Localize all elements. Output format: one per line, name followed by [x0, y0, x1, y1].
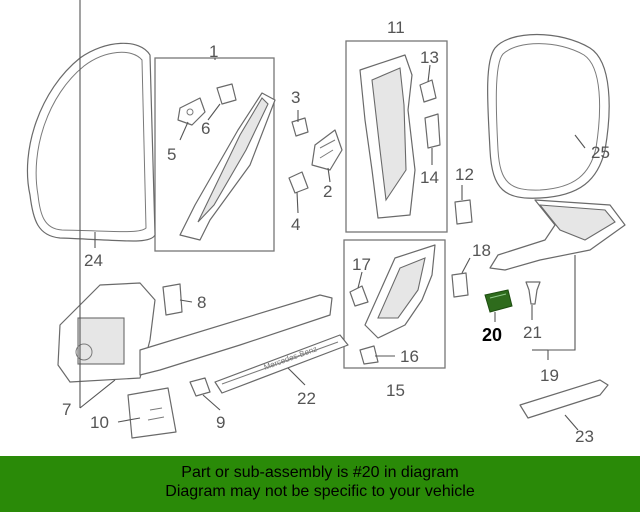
- banner-line-2: Diagram may not be specific to your vehi…: [165, 483, 475, 500]
- part-9-clip: [189, 377, 211, 397]
- part-4-clip: [288, 171, 309, 194]
- diagram-canvas: Mercedes-Benz 1 2 3 4: [26, 0, 626, 446]
- callout-17: 17: [352, 255, 371, 274]
- part-7-sill-panel: [139, 294, 333, 376]
- callout-2: 2: [323, 182, 332, 201]
- callout-labels: 1 2 3 4 5 6 7 8 9 10 11 12 13 14 15 16 1…: [62, 18, 610, 446]
- callout-4: 4: [291, 215, 300, 234]
- info-banner: Part or sub-assembly is #20 in diagram D…: [0, 456, 640, 512]
- part-13-clip: [419, 79, 437, 103]
- callout-22: 22: [297, 389, 316, 408]
- part-20-highlighted: [484, 289, 513, 313]
- callout-7: 7: [62, 400, 71, 419]
- part-10-cover: [127, 387, 177, 439]
- part-21-push-pin: [525, 281, 541, 305]
- callout-3: 3: [291, 88, 300, 107]
- callout-15: 15: [386, 381, 405, 400]
- part-18-bracket: [451, 272, 469, 298]
- callout-12: 12: [455, 165, 474, 184]
- part-1-a-pillar-trim: [179, 92, 276, 241]
- callout-19: 19: [540, 366, 559, 385]
- part-3-clip: [291, 117, 309, 137]
- callout-11: 11: [387, 18, 405, 37]
- callout-1: 1: [209, 42, 218, 61]
- banner-line-1: Part or sub-assembly is #20 in diagram: [181, 464, 459, 481]
- callout-21: 21: [523, 323, 542, 342]
- part-6-clip: [216, 83, 237, 105]
- group-box-15: [343, 239, 446, 369]
- leader-lines: [79, 0, 586, 431]
- part-19-rear-trim: [489, 199, 626, 271]
- group-box-11: [345, 40, 448, 233]
- callout-13: 13: [420, 48, 439, 67]
- callout-23: 23: [575, 427, 594, 446]
- part-11-b-pillar-trim: [359, 54, 416, 219]
- part-23-sill-plate: [519, 379, 609, 419]
- part-15-lower-trim: [364, 244, 436, 339]
- part-7-kick-panel: [57, 282, 156, 383]
- part-12-bracket: [454, 199, 473, 225]
- part-14-belt-guide: [424, 113, 441, 149]
- callout-14: 14: [420, 168, 439, 187]
- callout-25: 25: [591, 143, 610, 162]
- callout-18: 18: [472, 241, 491, 260]
- callout-10: 10: [90, 413, 109, 432]
- part-17-clip: [349, 285, 369, 307]
- callout-5: 5: [167, 145, 176, 164]
- part-2-bracket: [311, 129, 343, 171]
- callout-20: 20: [482, 325, 502, 345]
- callout-24: 24: [84, 251, 103, 270]
- callout-16: 16: [400, 347, 419, 366]
- part-8-bracket: [162, 283, 183, 316]
- part-5-clip: [177, 97, 206, 126]
- callout-6: 6: [201, 119, 210, 138]
- callout-9: 9: [216, 413, 225, 432]
- part-24-door-seal: [26, 42, 156, 242]
- callout-8: 8: [197, 293, 206, 312]
- part-25-door-seal: [487, 34, 610, 199]
- part-16-clip: [359, 345, 379, 365]
- parts-diagram: Mercedes-Benz 1 2 3 4: [26, 0, 626, 446]
